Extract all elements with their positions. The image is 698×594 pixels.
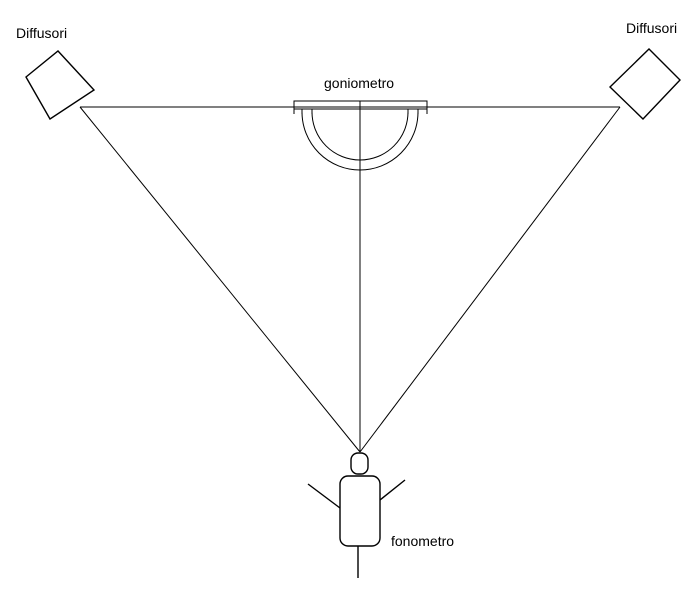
listener-head bbox=[350, 452, 369, 475]
label-goniometer: goniometro bbox=[324, 75, 394, 91]
speaker-right bbox=[608, 48, 681, 120]
label-speaker-left: Diffusori bbox=[16, 25, 67, 41]
listener-arm-right bbox=[379, 479, 406, 501]
line-left-speaker-to-listener bbox=[79, 106, 361, 453]
label-speaker-right: Diffusori bbox=[626, 20, 677, 36]
label-sound-meter: fonometro bbox=[391, 533, 454, 549]
line-right-speaker-to-listener bbox=[359, 106, 621, 453]
listener-arm-left bbox=[307, 483, 341, 509]
speaker-left bbox=[25, 50, 96, 120]
listener-body bbox=[339, 475, 381, 547]
